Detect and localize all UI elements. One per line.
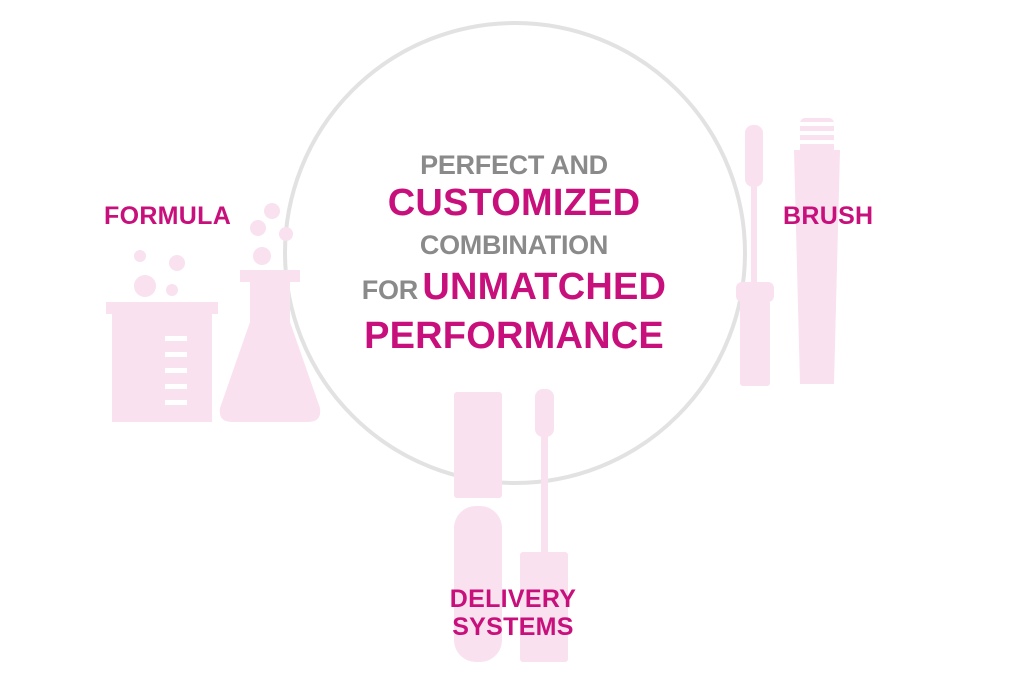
center-statement: PERFECT AND CUSTOMIZED COMBINATION FOR U… xyxy=(300,148,728,356)
delivery-label-line1: DELIVERY xyxy=(449,585,577,613)
center-line-performance: PERFORMANCE xyxy=(364,315,664,357)
lab-glassware-icon xyxy=(106,203,321,422)
center-line-for-unmatched: FOR UNMATCHED xyxy=(300,266,728,316)
center-line-perfect-and: PERFECT AND xyxy=(420,150,608,180)
lip-gloss-tube-icon xyxy=(454,389,568,662)
center-circle xyxy=(283,21,747,485)
center-word-unmatched: UNMATCHED xyxy=(422,266,667,308)
center-line-customized: CUSTOMIZED xyxy=(387,182,641,224)
center-line-combination: COMBINATION xyxy=(419,230,609,260)
delivery-systems-label: DELIVERY SYSTEMS xyxy=(440,585,586,641)
formula-label: FORMULA xyxy=(104,202,232,230)
center-word-for: FOR xyxy=(361,275,418,305)
brush-label: BRUSH xyxy=(783,202,874,230)
delivery-label-line2: SYSTEMS xyxy=(452,613,574,641)
mascara-wand-icon xyxy=(736,118,840,386)
